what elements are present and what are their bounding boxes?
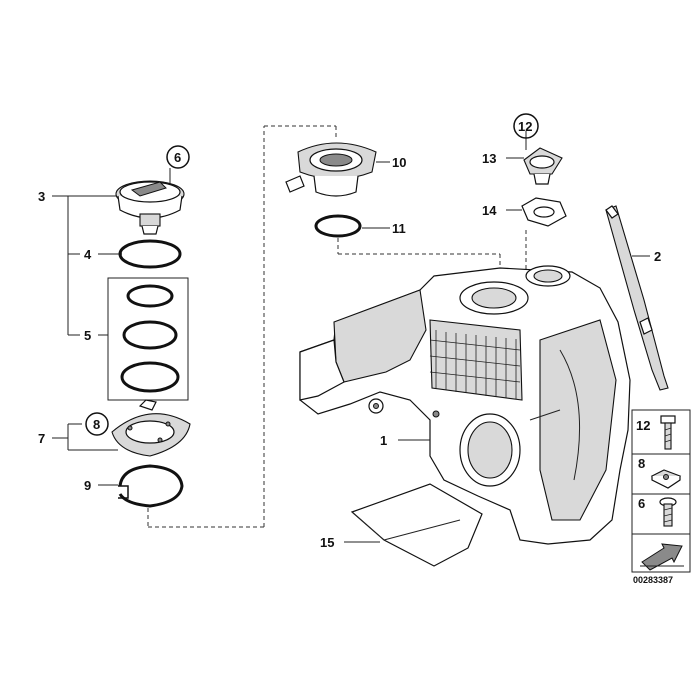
callout-4: 4 xyxy=(84,247,92,262)
callout-11: 11 xyxy=(392,221,406,236)
mounting-ring xyxy=(111,399,191,457)
filler-neck-flange xyxy=(285,142,377,197)
legend-label-12: 12 xyxy=(636,418,650,433)
legend-box: 12 8 6 xyxy=(631,409,691,573)
callout-15: 15 xyxy=(320,535,334,550)
legend-label-8: 8 xyxy=(638,456,645,471)
ring-5b xyxy=(122,320,178,350)
callout-8-circle xyxy=(85,412,109,436)
callout-12-circle xyxy=(513,113,539,139)
diagram-id: 00283387 xyxy=(633,575,673,585)
bolt-icon xyxy=(660,415,676,450)
seal-ring-11 xyxy=(314,214,362,238)
callout-2: 2 xyxy=(654,249,661,264)
clip-nut-icon xyxy=(650,469,682,489)
callout-5: 5 xyxy=(84,328,91,343)
callout-8: 8 xyxy=(93,417,100,432)
ring-5c xyxy=(120,361,180,393)
clamp-ring xyxy=(118,464,184,508)
fuel-tank xyxy=(299,265,631,545)
filler-cap xyxy=(115,180,185,235)
callout-6: 6 xyxy=(174,150,181,165)
callout-1: 1 xyxy=(380,433,387,448)
callout-3: 3 xyxy=(38,189,45,204)
callout-7: 7 xyxy=(38,431,45,446)
callout-13: 13 xyxy=(482,151,496,166)
callout-14: 14 xyxy=(482,203,497,218)
gasket-14 xyxy=(521,197,567,227)
ring-5a xyxy=(126,284,174,308)
callout-10: 10 xyxy=(392,155,406,170)
arrow-icon xyxy=(640,543,684,571)
heat-shield xyxy=(350,483,483,567)
screw-icon xyxy=(659,497,677,527)
callout-6-circle xyxy=(166,145,190,169)
callout-9: 9 xyxy=(84,478,91,493)
callout-12: 12 xyxy=(518,119,532,134)
pump-flange-13 xyxy=(523,147,563,185)
dashed-connector-left xyxy=(147,125,337,528)
legend-label-6: 6 xyxy=(638,496,645,511)
seal-ring-4 xyxy=(118,239,182,269)
tank-strap xyxy=(605,205,669,391)
